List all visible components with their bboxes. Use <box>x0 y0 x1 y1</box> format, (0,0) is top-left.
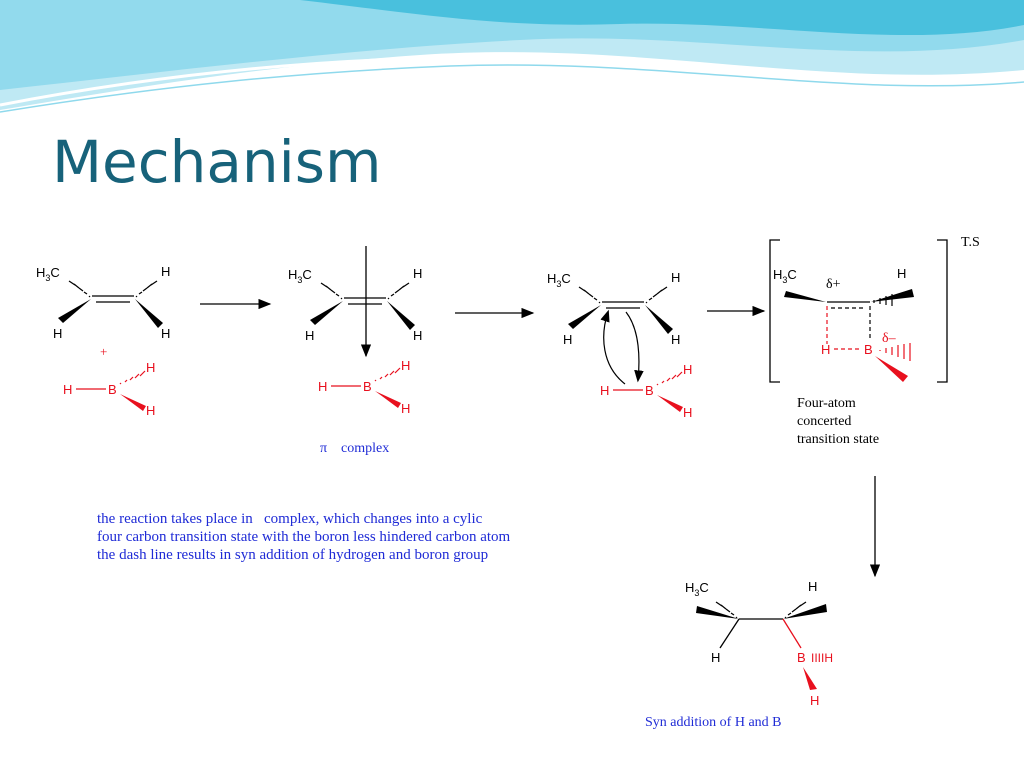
atom-h: H <box>53 326 62 341</box>
atom-h: H <box>413 328 422 343</box>
header-wave <box>0 0 1024 113</box>
atom-b: B <box>108 382 117 397</box>
atom-h3c-h: H <box>773 267 782 282</box>
atom-h3c-h: H <box>685 580 694 595</box>
atom-h3c-c: C <box>787 267 796 282</box>
note-line: the dash line results in syn addition of… <box>97 547 489 563</box>
atom-h: H <box>563 332 572 347</box>
propene-molecule-3: H3C H H H <box>547 270 680 347</box>
atom-h: H <box>401 358 410 373</box>
borane-molecule-3: H B H H <box>600 362 692 420</box>
atom-hashed-h: IIIIH <box>811 651 833 665</box>
ts-label: T.S <box>961 235 980 250</box>
atom-h: H <box>711 650 720 665</box>
atom-h3c-c: C <box>302 267 311 282</box>
atom-h: H <box>305 328 314 343</box>
page-title: Mechanism <box>52 128 382 196</box>
four-atom-label-line2: concerted <box>797 414 851 429</box>
curly-arrow-pi-to-boron <box>625 311 644 383</box>
atom-h: H <box>683 362 692 377</box>
delta-minus-label: δ– <box>882 331 897 346</box>
transition-state: T.S H3C H δ+ H B δ– <box>769 235 980 383</box>
atom-h3c-sub: 3 <box>297 275 302 285</box>
borane-molecule-2: H B H H <box>318 358 410 416</box>
atom-h: H <box>683 405 692 420</box>
svg-text:H3C: H3C <box>773 267 797 285</box>
four-atom-label-line1: Four-atom <box>797 396 856 411</box>
atom-h: H <box>808 579 817 594</box>
note-line: the reaction takes place in complex, whi… <box>97 511 483 527</box>
note-line: four carbon transition state with the bo… <box>97 529 511 545</box>
pi-symbol: π <box>320 441 327 456</box>
svg-text:H3C: H3C <box>288 267 312 285</box>
product-molecule: H3C H H B IIIIH H <box>685 579 833 708</box>
atom-b: B <box>864 342 873 357</box>
plus-sign: + <box>100 344 107 359</box>
atom-h: H <box>413 266 422 281</box>
atom-h3c-sub: 3 <box>556 279 561 289</box>
atom-h: H <box>897 266 906 281</box>
atom-h: H <box>671 332 680 347</box>
atom-h: H <box>671 270 680 285</box>
svg-text:H3C: H3C <box>547 271 571 289</box>
atom-h3c-c: C <box>699 580 708 595</box>
atom-h3c-c: C <box>50 265 59 280</box>
explanation-notes: the reaction takes place in complex, whi… <box>97 510 510 564</box>
atom-h: H <box>146 403 155 418</box>
propene-molecule-1: H3C H H H <box>36 264 170 341</box>
atom-h: H <box>810 693 819 708</box>
atom-b: B <box>645 383 654 398</box>
atom-h: H <box>146 360 155 375</box>
atom-h3c-c: C <box>561 271 570 286</box>
atom-h3c-h: H <box>547 271 556 286</box>
atom-h3c-sub: 3 <box>782 275 787 285</box>
atom-h: H <box>63 382 72 397</box>
atom-h: H <box>161 264 170 279</box>
atom-h: H <box>318 379 327 394</box>
atom-h: H <box>821 342 830 357</box>
atom-h3c-sub: 3 <box>45 273 50 283</box>
propene-molecule-2: H3C H H H <box>288 266 422 343</box>
atom-b: B <box>363 379 372 394</box>
four-atom-label-line3: transition state <box>797 432 879 447</box>
atom-h: H <box>600 383 609 398</box>
curly-arrow-hydride-to-carbon <box>600 309 626 385</box>
atom-b: B <box>797 650 806 665</box>
atom-h: H <box>161 326 170 341</box>
borane-molecule-1: H B H H <box>63 360 155 418</box>
atom-h3c-h: H <box>288 267 297 282</box>
atom-h3c-sub: 3 <box>694 588 699 598</box>
delta-plus-label: δ+ <box>826 277 841 292</box>
pi-complex-label: complex <box>341 441 389 456</box>
syn-addition-label: Syn addition of H and B <box>645 715 782 730</box>
atom-h3c-h: H <box>36 265 45 280</box>
atom-h: H <box>401 401 410 416</box>
svg-text:H3C: H3C <box>685 580 709 598</box>
svg-text:H3C: H3C <box>36 265 60 283</box>
